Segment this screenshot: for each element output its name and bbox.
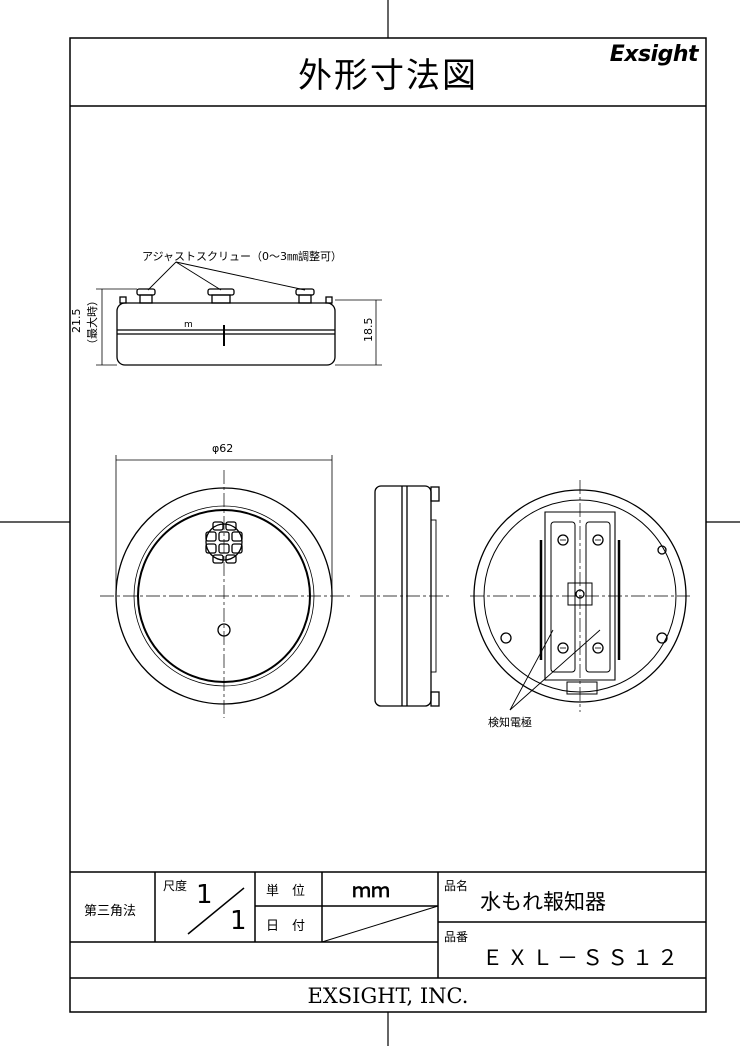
electrode-label: 検知電極 — [488, 716, 532, 729]
brand-logo: Exsight — [609, 42, 699, 67]
unit-value: ｍｍ — [352, 880, 391, 902]
projection-method: 第三角法 — [84, 904, 137, 919]
product-number-label: 品番 — [444, 930, 469, 944]
scale-denominator: 1 — [230, 906, 247, 936]
drawing-title: 外形寸法図 — [298, 55, 478, 96]
scale-numerator: 1 — [196, 880, 213, 910]
height-max-dimension: 21.5 — [70, 308, 83, 334]
product-number: ＥＸＬ－ＳＳ１２ — [482, 946, 682, 970]
drawing-frame — [69, 37, 707, 1013]
height-max-note: （最大時） — [86, 295, 99, 350]
product-name-label: 品名 — [444, 879, 469, 893]
scale-label: 尺度 — [163, 879, 188, 893]
profile-view — [360, 485, 450, 707]
side-mark: m — [184, 320, 193, 330]
front-view — [100, 455, 350, 718]
product-name: 水もれ報知器 — [480, 890, 606, 914]
date-label: 日 付 — [266, 919, 306, 934]
adjust-screw-label: アジャストスクリュー（0～3㎜調整可） — [142, 250, 343, 263]
side-view — [96, 261, 382, 366]
height-dimension: 18.5 — [362, 317, 375, 343]
bottom-view — [470, 480, 690, 712]
unit-label: 単 位 — [266, 884, 306, 899]
company-name: EXSIGHT, INC. — [307, 984, 469, 1008]
diameter-dimension: φ62 — [212, 442, 234, 455]
